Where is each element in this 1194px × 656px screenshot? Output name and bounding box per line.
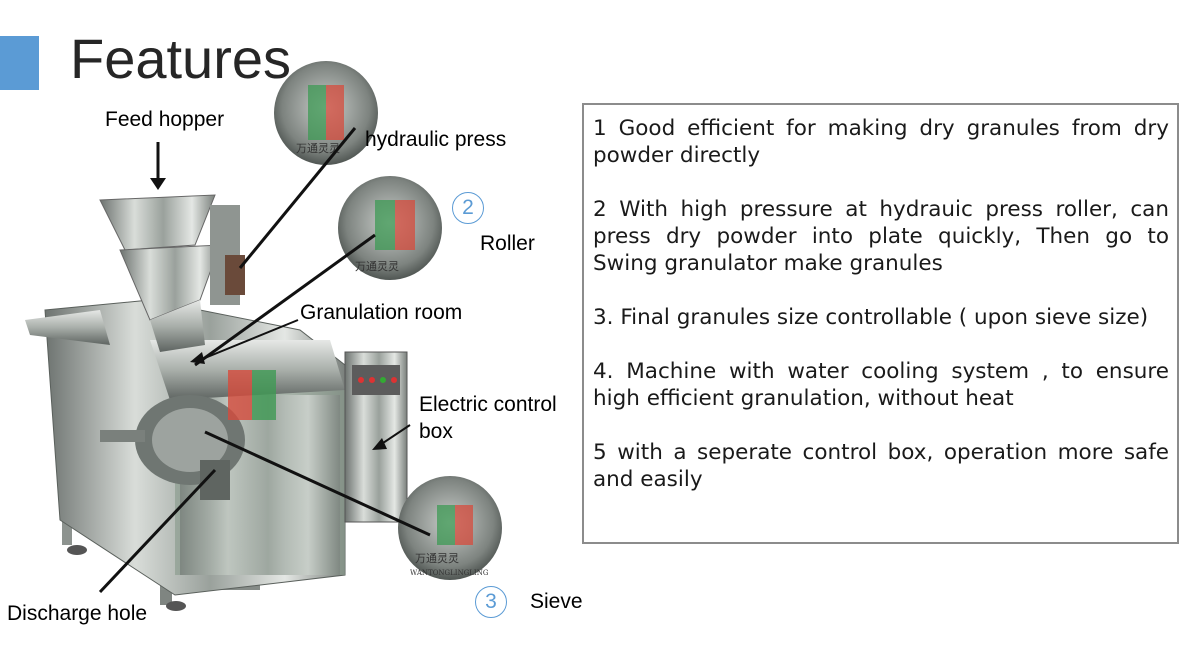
features-list-box: 1 Good efficient for making dry granules…: [582, 103, 1179, 544]
feed-hopper-shape: [99, 194, 245, 352]
feature-item: 5 with a seperate control box, operation…: [593, 440, 1169, 492]
arrowhead-electric-control-box: [372, 438, 387, 450]
line-sieve: [204, 430, 431, 537]
line-electric-control-box: [379, 424, 411, 446]
watermark-text: WANTONGLINGLING: [410, 569, 489, 577]
line-hydraulic-press: [238, 127, 357, 269]
label-hydraulic-press: hydraulic press: [365, 128, 507, 151]
feature-item: 4. Machine with water cooling system , t…: [593, 359, 1169, 411]
title-accent-bar: [0, 36, 39, 90]
feature-item: 1 Good efficient for making dry granules…: [593, 116, 1169, 168]
zoom-circle-roller: [338, 176, 442, 280]
feature-item: 3. Final granules size controllable ( up…: [593, 305, 1149, 330]
watermark-text: 万通灵灵: [296, 142, 340, 155]
callout-number-roller: 2: [452, 192, 484, 224]
label-electric-control-line2: box: [419, 420, 453, 443]
side-chute: [25, 310, 110, 345]
label-granulation-room: Granulation room: [300, 301, 463, 324]
zoom-circle-sieve: [398, 476, 502, 580]
feature-item: 2 With high pressure at hydrauic press r…: [593, 197, 1169, 276]
machine-illustration: 万通灵灵 万通灵灵 万通灵灵 WANTONGLINGLING Feed hopp…: [0, 0, 583, 656]
label-sieve: Sieve: [530, 590, 583, 613]
label-feed-hopper: Feed hopper: [105, 108, 225, 131]
callout-arrows: [98, 127, 431, 594]
line-discharge-hole: [98, 468, 217, 594]
label-electric-control-line1: Electric control: [419, 393, 557, 416]
arrowhead-granulation-room: [190, 352, 205, 364]
label-discharge-hole: Discharge hole: [7, 602, 148, 625]
callout-number-sieve: 3: [475, 586, 507, 618]
line-roller: [194, 233, 376, 367]
arrowhead-feed-hopper: [150, 178, 166, 190]
label-roller: Roller: [480, 232, 535, 255]
machine-drawing: 万通灵灵 万通灵灵 万通灵灵 WANTONGLINGLING: [25, 61, 502, 611]
page-title: Features: [70, 27, 291, 90]
zoom-circle-hydraulic-press: [274, 61, 378, 165]
line-granulation-room: [199, 319, 299, 361]
watermark-text: 万通灵灵: [355, 260, 399, 273]
watermark-text: 万通灵灵: [415, 552, 459, 565]
control-box-shape: [344, 351, 408, 523]
